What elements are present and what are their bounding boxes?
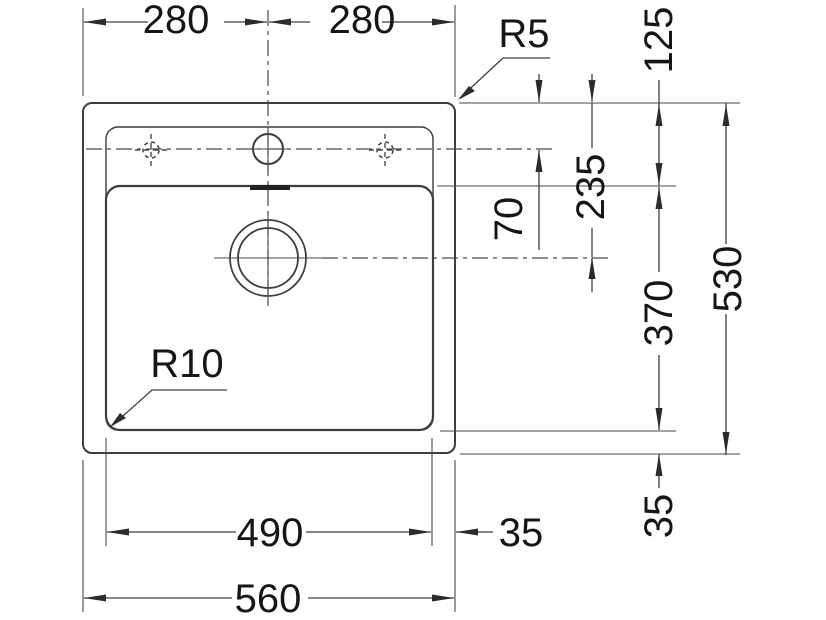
dim-label-r5: R5 (498, 12, 549, 56)
dim-label-370: 370 (637, 280, 681, 347)
dim-bottom-560: 560 (84, 577, 454, 620)
dim-right-530: 530 (706, 103, 750, 455)
dim-right-235: 235 (569, 74, 613, 292)
dim-label-560: 560 (235, 577, 302, 620)
dim-bottom-35: 35 (456, 511, 543, 555)
dim-label-280-left: 280 (143, 0, 210, 42)
dim-top-280-right: 280 (269, 0, 454, 42)
sink-bowl-edge (104, 184, 435, 432)
dim-top-280-left: 280 (84, 0, 267, 42)
sink-outline (82, 102, 456, 454)
dim-right-70: 70 (487, 74, 543, 250)
dim-right-370: 370 (637, 187, 681, 430)
dim-label-530: 530 (706, 246, 750, 313)
tap-holes (135, 127, 401, 171)
dim-label-r10: R10 (150, 342, 223, 386)
dim-label-35-horizontal: 35 (499, 511, 544, 555)
leader-r10: R10 (110, 342, 227, 427)
dim-bottom-490: 490 (107, 511, 431, 555)
dim-label-125: 125 (637, 7, 681, 74)
tap-hole-left-target (135, 134, 167, 166)
leader-r5: R5 (458, 12, 550, 100)
sink-outer-edge (82, 102, 456, 454)
tap-hole-center (246, 127, 290, 171)
extension-lines (82, 5, 740, 612)
tap-hole-right-target (369, 134, 401, 166)
drain (214, 212, 322, 306)
dim-label-35-vertical: 35 (637, 494, 681, 539)
dim-label-70: 70 (487, 197, 531, 242)
dim-right-125: 125 (637, 7, 681, 186)
dim-label-235: 235 (569, 154, 613, 221)
dim-label-280-right: 280 (329, 0, 396, 42)
dim-right-35: 35 (637, 454, 681, 538)
dim-label-490: 490 (237, 511, 304, 555)
